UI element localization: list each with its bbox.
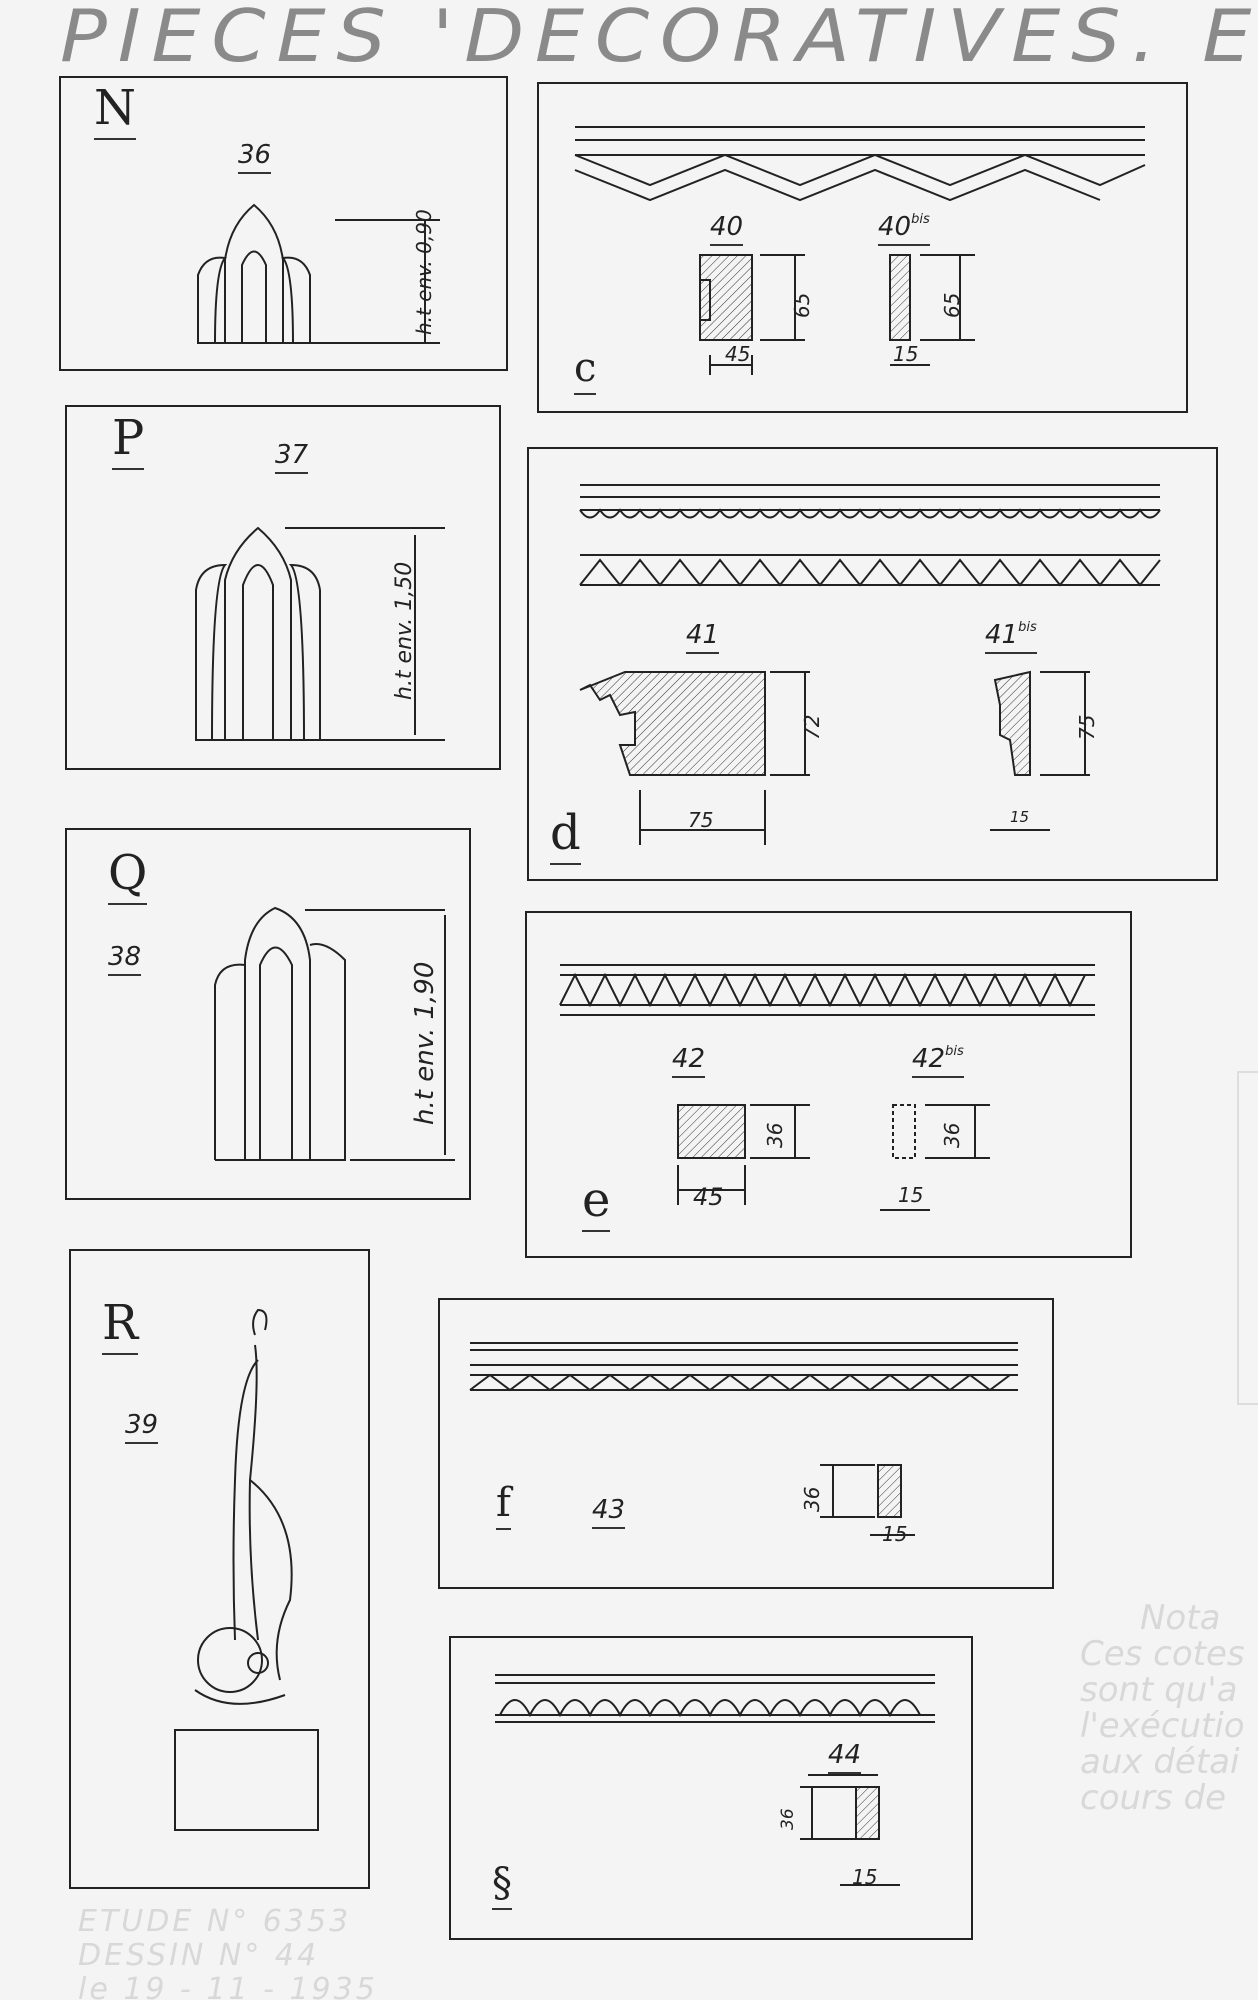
pinnacle-p-drawing (195, 526, 445, 741)
panel-r-letter: R (102, 1295, 139, 1355)
bis-suffix: bis (945, 1044, 964, 1059)
dim: 75 (688, 808, 714, 832)
panel-e-profile-b-number: 42bis (912, 1044, 964, 1078)
panel-p-frame (65, 405, 501, 770)
number: 42 (912, 1044, 946, 1074)
panel-q-letter: Q (108, 845, 148, 905)
panel-g-letter: § (492, 1860, 512, 1910)
edge-frame (1237, 1071, 1258, 1405)
nota-line: l'exécutio (1080, 1706, 1245, 1746)
nota-line: Ces cotes (1080, 1634, 1245, 1674)
panel-d-letter: d (550, 805, 581, 865)
dim: 45 (725, 342, 751, 366)
dim: 15 (882, 1522, 908, 1546)
panel-n-number: 36 (238, 140, 272, 174)
nota-title: Nota (1140, 1598, 1221, 1638)
dim: 36 (778, 1808, 798, 1830)
panel-d-frame (527, 447, 1218, 881)
stamp-etude: ETUDE N° 6353 (78, 1904, 352, 1939)
frieze-d-drawing (579, 484, 1161, 845)
dim: 15 (1010, 808, 1030, 826)
dim: 75 (1075, 714, 1099, 740)
panel-d-profile-a-number: 41 (686, 620, 720, 654)
panel-c-frame (537, 82, 1188, 413)
panel-p-letter: P (112, 410, 145, 470)
panel-d-profile-b-number: 41bis (985, 620, 1037, 654)
panel-f-frame (438, 1298, 1054, 1589)
panel-p-number: 37 (275, 440, 309, 474)
bis-suffix: bis (1018, 620, 1037, 635)
panel-f-number: 43 (592, 1495, 626, 1529)
panel-r-frame (69, 1249, 370, 1889)
sheet-title: PIECES 'DECORATIVES. E (60, 0, 1258, 78)
panel-c-profile-a-number: 40 (710, 212, 744, 246)
pinnacle-q-drawing (214, 906, 455, 1161)
pinnacle-n-drawing (197, 203, 440, 344)
panel-n-height: h.t env. 0,90 (412, 209, 436, 335)
dim: 15 (898, 1183, 924, 1207)
dim: 36 (800, 1486, 824, 1512)
nota-block: Nota Ces cotes sont qu'a l'exécutio aux … (1080, 1600, 1245, 1816)
nota-line: cours de (1080, 1778, 1227, 1818)
dim: 36 (763, 1122, 787, 1148)
dim: 65 (940, 292, 964, 318)
dim: 65 (790, 292, 814, 318)
panel-r-number: 39 (125, 1410, 159, 1444)
bis-suffix: bis (911, 212, 930, 227)
panel-n-letter: N (94, 80, 136, 140)
frieze-e-drawing (559, 964, 1095, 1211)
panel-c-letter: c (574, 345, 597, 395)
panel-g-frame (449, 1636, 973, 1940)
dim: 15 (852, 1865, 878, 1889)
panel-q-frame (65, 828, 471, 1200)
stamp-dessin: DESSIN N° 44 (78, 1938, 320, 1973)
dim: 72 (800, 714, 824, 740)
panel-e-frame (525, 911, 1132, 1258)
nota-line: aux détai (1080, 1742, 1240, 1782)
dragon-r-drawing (174, 1308, 319, 1831)
dim: 15 (893, 342, 919, 366)
frieze-c-drawing (574, 126, 1146, 375)
panel-c-profile-b-number: 40bis (878, 212, 930, 246)
number: 40 (878, 212, 912, 242)
dim: 36 (940, 1122, 964, 1148)
nota-line: sont qu'a (1080, 1670, 1238, 1710)
panel-n-frame (59, 76, 508, 371)
panel-e-profile-a-number: 42 (672, 1044, 706, 1078)
panel-p-height: h.t env. 1,50 (392, 561, 417, 700)
panel-e-letter: e (582, 1172, 611, 1232)
drawing-stamp: ETUDE N° 6353 DESSIN N° 44 le 19 - 11 - … (78, 1905, 378, 2000)
dim: 45 (693, 1183, 724, 1211)
panel-g-number: 44 (828, 1740, 862, 1774)
panel-f-letter: f (496, 1480, 511, 1530)
panel-q-number: 38 (108, 942, 142, 976)
stamp-date: le 19 - 11 - 1935 (78, 1972, 378, 2000)
number: 41 (985, 620, 1019, 650)
panel-q-height: h.t env. 1,90 (410, 961, 440, 1125)
frieze-f-drawing (469, 1342, 1018, 1536)
frieze-g-drawing (495, 1674, 935, 1886)
